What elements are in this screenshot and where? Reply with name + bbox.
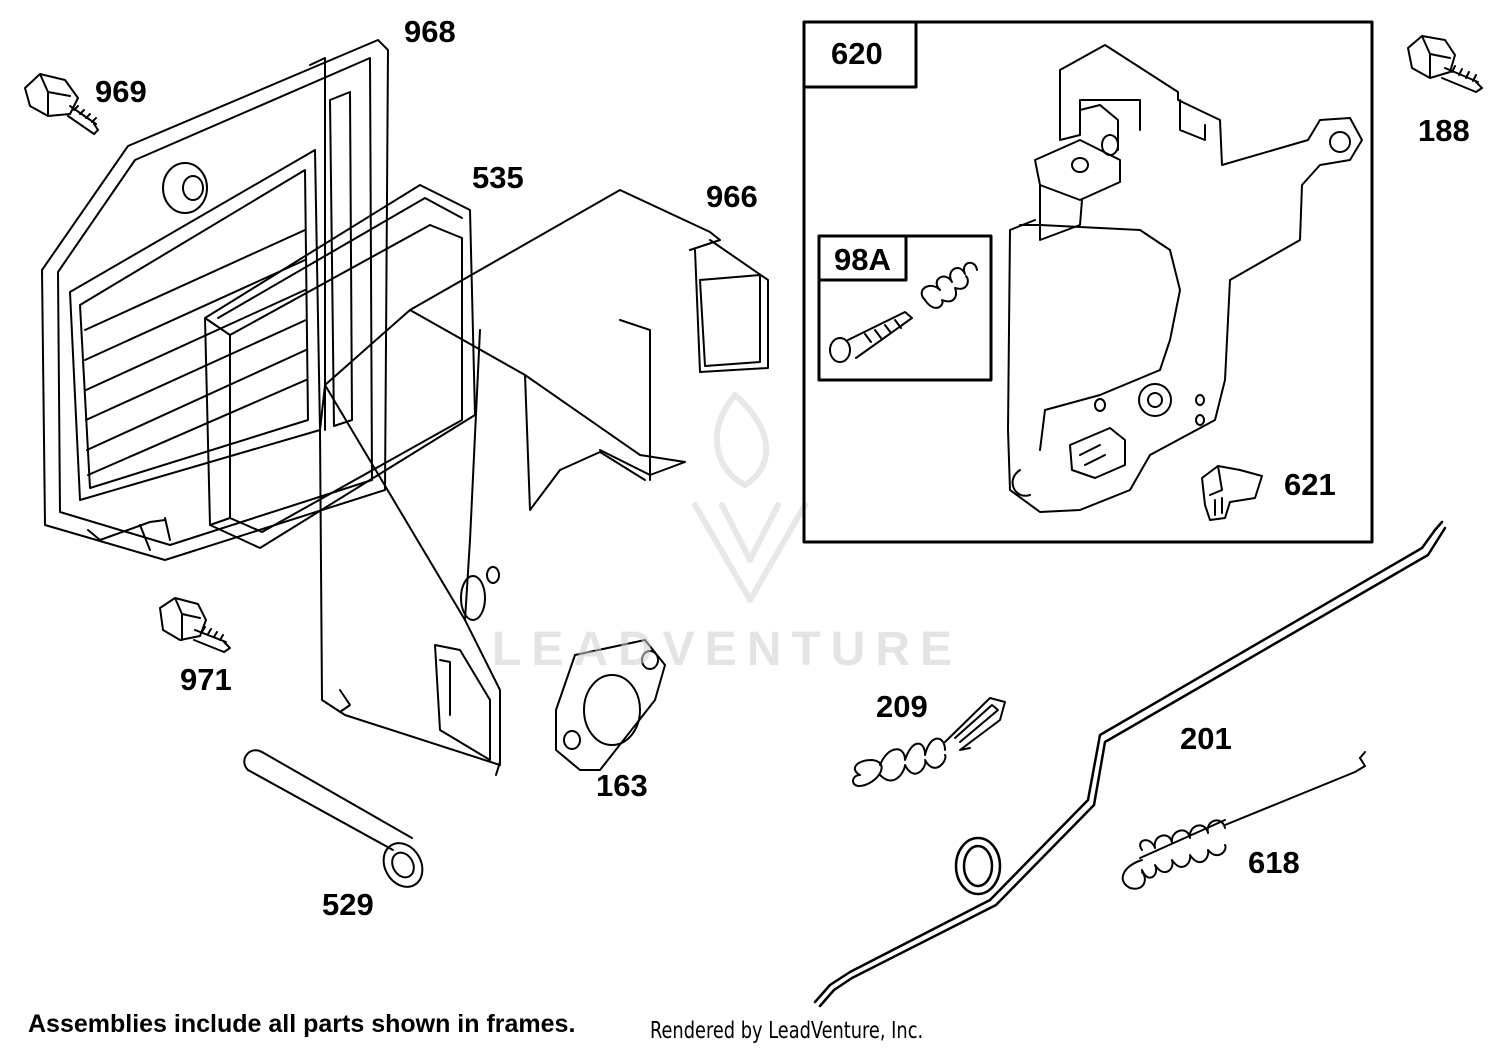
label-209: 209 [876, 689, 928, 724]
frame-620 [802, 20, 1374, 544]
part-971-screw [159, 597, 231, 653]
watermark-text: LEADVENTURE [492, 623, 963, 676]
assemblies-note: Assemblies include all parts shown in fr… [28, 1010, 576, 1038]
part-529-tube [243, 749, 424, 888]
part-535-filter-element [204, 184, 476, 549]
part-201-link-rod [813, 520, 1447, 1008]
part-98a-screw-spring [829, 261, 978, 363]
label-535: 535 [472, 160, 524, 195]
label-618: 618 [1248, 845, 1300, 880]
part-209-spring [852, 697, 1006, 787]
part-188-screw [1407, 35, 1483, 93]
frame-label-620: 620 [831, 36, 883, 71]
part-969-knob-screw [24, 73, 99, 135]
part-966-air-cleaner-housing [319, 189, 769, 776]
label-188: 188 [1418, 113, 1470, 148]
label-966: 966 [706, 179, 758, 214]
label-971: 971 [180, 662, 232, 697]
part-968-air-cleaner-cover [41, 39, 389, 561]
part-621-clip [1201, 465, 1263, 521]
part-620-control-bracket [1007, 44, 1363, 513]
part-163-gasket [555, 639, 666, 771]
label-968: 968 [404, 14, 456, 49]
frame-label-98a: 98A [834, 242, 891, 277]
label-163: 163 [596, 768, 648, 803]
label-969: 969 [95, 74, 147, 109]
label-201: 201 [1180, 721, 1232, 756]
render-credit: Rendered by LeadVenture, Inc. [650, 1018, 924, 1044]
watermark-logo [692, 392, 808, 603]
label-529: 529 [322, 887, 374, 922]
label-621: 621 [1284, 467, 1336, 502]
part-618-spring [1121, 751, 1366, 890]
